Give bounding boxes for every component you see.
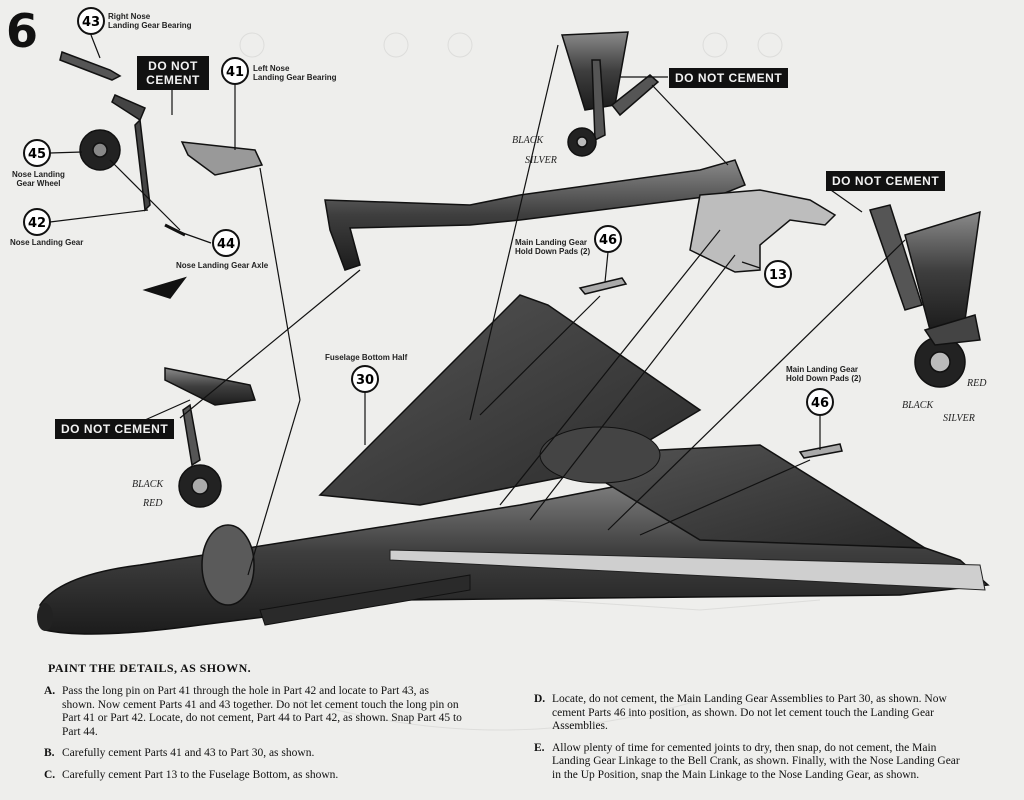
paint-silver-upper: SILVER (525, 155, 557, 166)
do-not-cement-badge-left-gear: DO NOT CEMENT (55, 419, 175, 439)
step-text: Carefully cement Parts 41 and 43 to Part… (62, 747, 315, 759)
step-letter: B. (44, 747, 55, 759)
callout-45: 45 (23, 139, 51, 167)
callout-45-number: 45 (28, 147, 46, 162)
callout-46-lower-number: 46 (811, 396, 829, 411)
label-hold-down-pads-lower: Main Landing Gear Hold Down Pads (2) (786, 365, 862, 383)
label-nose-wheel: Nose Landing Gear Wheel (12, 170, 65, 188)
main-gear-linkage (324, 159, 837, 273)
callout-43: 43 (77, 7, 105, 35)
step-number: 6 (6, 4, 39, 58)
label-nose-gear: Nose Landing Gear (10, 238, 84, 247)
step-letter: A. (44, 685, 56, 697)
callout-46-upper-number: 46 (599, 233, 617, 248)
instructions-left-column: A. Pass the long pin on Part 41 through … (44, 685, 464, 790)
instruction-step-c: C. Carefully cement Part 13 to the Fusel… (44, 769, 464, 783)
paint-silver-right: SILVER (943, 413, 975, 424)
main-gear-assembly-upper (560, 31, 660, 157)
paint-red-right: RED (967, 378, 987, 389)
paint-black-right: BLACK (902, 400, 934, 411)
hold-down-pads (578, 277, 843, 459)
instructions-heading: PAINT THE DETAILS, AS SHOWN. (48, 661, 252, 675)
step-text: Carefully cement Part 13 to the Fuselage… (62, 768, 339, 781)
callout-13-number: 13 (769, 268, 787, 283)
do-not-cement-badge-upper-gear: DO NOT CEMENT (669, 68, 789, 88)
callout-46-upper: 46 (594, 225, 622, 253)
callout-30: 30 (351, 365, 379, 393)
paint-red-left: RED (143, 498, 163, 509)
callout-13: 13 (764, 260, 792, 288)
callout-41-number: 41 (226, 65, 244, 80)
callout-42-number: 42 (28, 216, 46, 231)
paint-black-upper: BLACK (512, 135, 544, 146)
callout-46-lower: 46 (806, 388, 834, 416)
label-left-nose-bearing: Left Nose Landing Gear Bearing (253, 64, 337, 82)
paint-black-left: BLACK (132, 479, 164, 490)
callout-44: 44 (212, 229, 240, 257)
instruction-step-e: E. Allow plenty of time for cemented joi… (534, 742, 964, 783)
instructions-right-column: D. Locate, do not cement, the Main Landi… (534, 693, 964, 790)
callout-41: 41 (221, 57, 249, 85)
step-text: Allow plenty of time for cemented joints… (552, 741, 960, 781)
callout-42: 42 (23, 208, 51, 236)
step-letter: E. (534, 741, 545, 754)
main-gear-assembly-right (869, 204, 981, 388)
nose-gear-assembly-lower (164, 367, 257, 508)
step-letter: C. (44, 768, 56, 781)
step-text: Pass the long pin on Part 41 through the… (62, 685, 462, 738)
instruction-step-d: D. Locate, do not cement, the Main Landi… (534, 693, 964, 734)
do-not-cement-badge-right-gear: DO NOT CEMENT (826, 171, 946, 191)
instruction-step-b: B. Carefully cement Parts 41 and 43 to P… (44, 747, 464, 761)
do-not-cement-badge-nose: DO NOT CEMENT (137, 56, 209, 90)
label-nose-axle: Nose Landing Gear Axle (176, 261, 269, 270)
label-hold-down-pads-upper: Main Landing Gear Hold Down Pads (2) (515, 238, 591, 256)
callout-44-number: 44 (217, 237, 235, 252)
instructions-section: PAINT THE DETAILS, AS SHOWN. A. Pass the… (0, 655, 1024, 800)
callout-30-number: 30 (356, 373, 374, 388)
leader-lines (49, 34, 906, 576)
step-letter: D. (534, 693, 546, 705)
fuselage-bottom-half (37, 294, 990, 635)
nose-gear-parts (59, 51, 264, 299)
callout-circles: 43 41 45 42 44 46 13 30 46 (23, 7, 834, 416)
label-right-nose-bearing: Right Nose Landing Gear Bearing (108, 12, 192, 30)
instruction-step-a: A. Pass the long pin on Part 41 through … (44, 685, 464, 739)
step-text: Locate, do not cement, the Main Landing … (552, 693, 947, 732)
callout-43-number: 43 (82, 15, 100, 30)
label-fuselage-bottom: Fuselage Bottom Half (325, 353, 408, 362)
